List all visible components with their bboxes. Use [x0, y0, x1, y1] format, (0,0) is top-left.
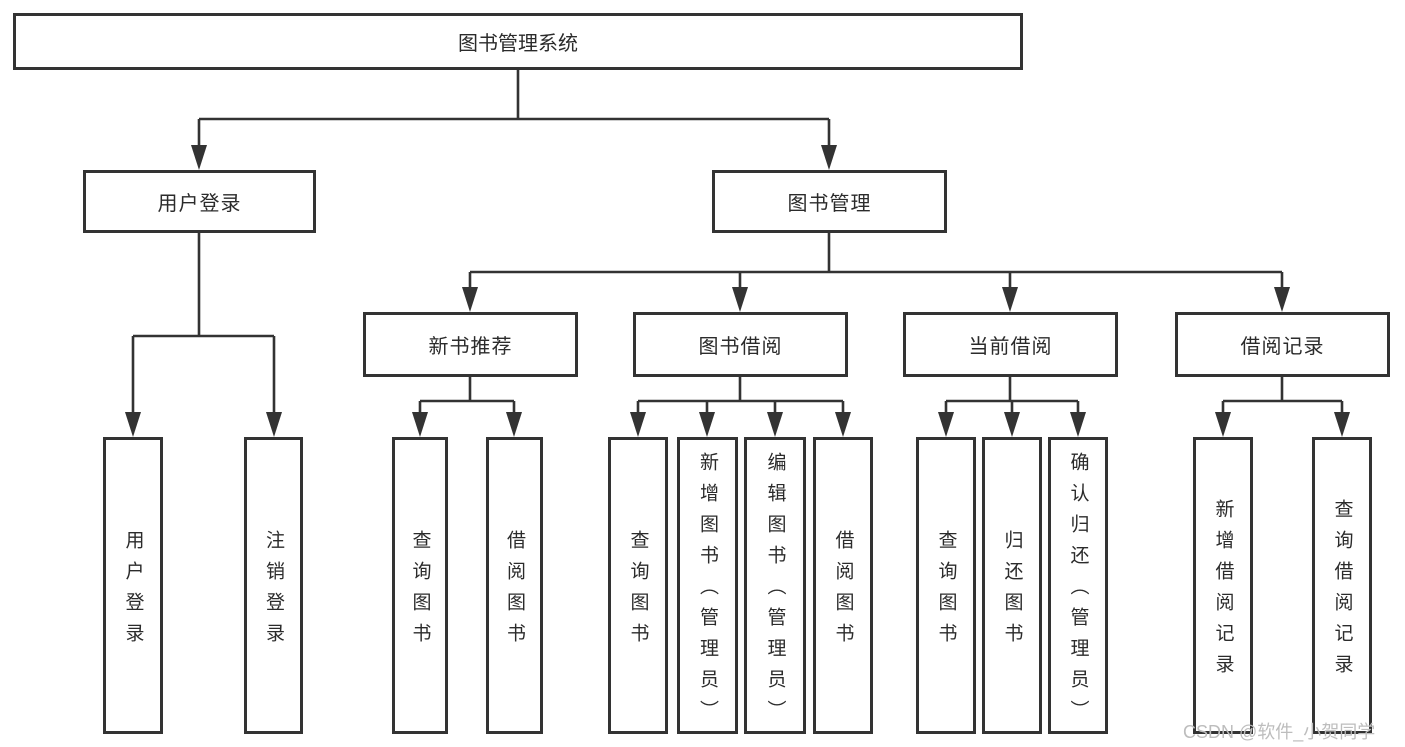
leaf-label: 借阅图书	[504, 529, 525, 654]
leaf-user-login: 用户登录	[103, 437, 163, 734]
leaf-label: 查询图书	[627, 529, 649, 654]
node-new-book-recommend: 新书推荐	[363, 312, 578, 377]
node-label: 用户登录	[157, 193, 242, 215]
node-label: 图书借阅	[698, 336, 783, 358]
leaf-label: 查询图书	[409, 529, 431, 654]
leaf-label: 确认归还（管理员）	[1067, 452, 1089, 731]
leaf-label: 注销登录	[263, 529, 284, 654]
leaf-add-borrow-record: 新增借阅记录	[1193, 437, 1253, 734]
leaf-logout: 注销登录	[244, 437, 303, 734]
node-user-login: 用户登录	[83, 170, 316, 233]
leaf-return-books: 归还图书	[982, 437, 1042, 734]
leaf-label: 查询图书	[935, 529, 957, 654]
node-label: 当前借阅	[968, 336, 1053, 358]
leaf-label: 查询借阅记录	[1331, 498, 1353, 685]
leaf-query-books-borrow: 查询图书	[608, 437, 668, 734]
leaf-query-books-current: 查询图书	[916, 437, 976, 734]
leaf-query-books-recommend: 查询图书	[392, 437, 448, 734]
node-label: 新书推荐	[428, 336, 513, 358]
node-current-borrow: 当前借阅	[903, 312, 1118, 377]
leaf-label: 编辑图书（管理员）	[764, 452, 786, 731]
leaf-label: 归还图书	[1001, 529, 1023, 654]
node-label: 图书管理	[787, 193, 872, 215]
node-library-management-system: 图书管理系统	[13, 13, 1023, 70]
node-book-borrow: 图书借阅	[633, 312, 848, 377]
leaf-label: 新增借阅记录	[1212, 498, 1234, 685]
leaf-label: 借阅图书	[832, 529, 854, 654]
node-label: 图书管理系统	[458, 33, 578, 55]
leaf-edit-books-admin: 编辑图书（管理员）	[744, 437, 806, 734]
leaf-confirm-return-admin: 确认归还（管理员）	[1048, 437, 1108, 734]
leaf-query-borrow-record: 查询借阅记录	[1312, 437, 1372, 734]
leaf-label: 用户登录	[122, 529, 144, 654]
csdn-watermark: CSDN @软件_小贺同学	[1183, 722, 1376, 742]
node-borrow-records: 借阅记录	[1175, 312, 1390, 377]
leaf-borrow-books-recommend: 借阅图书	[486, 437, 543, 734]
node-label: 借阅记录	[1240, 336, 1325, 358]
leaf-borrow-books: 借阅图书	[813, 437, 873, 734]
leaf-add-books-admin: 新增图书（管理员）	[677, 437, 738, 734]
node-book-management: 图书管理	[712, 170, 947, 233]
leaf-label: 新增图书（管理员）	[697, 452, 718, 731]
